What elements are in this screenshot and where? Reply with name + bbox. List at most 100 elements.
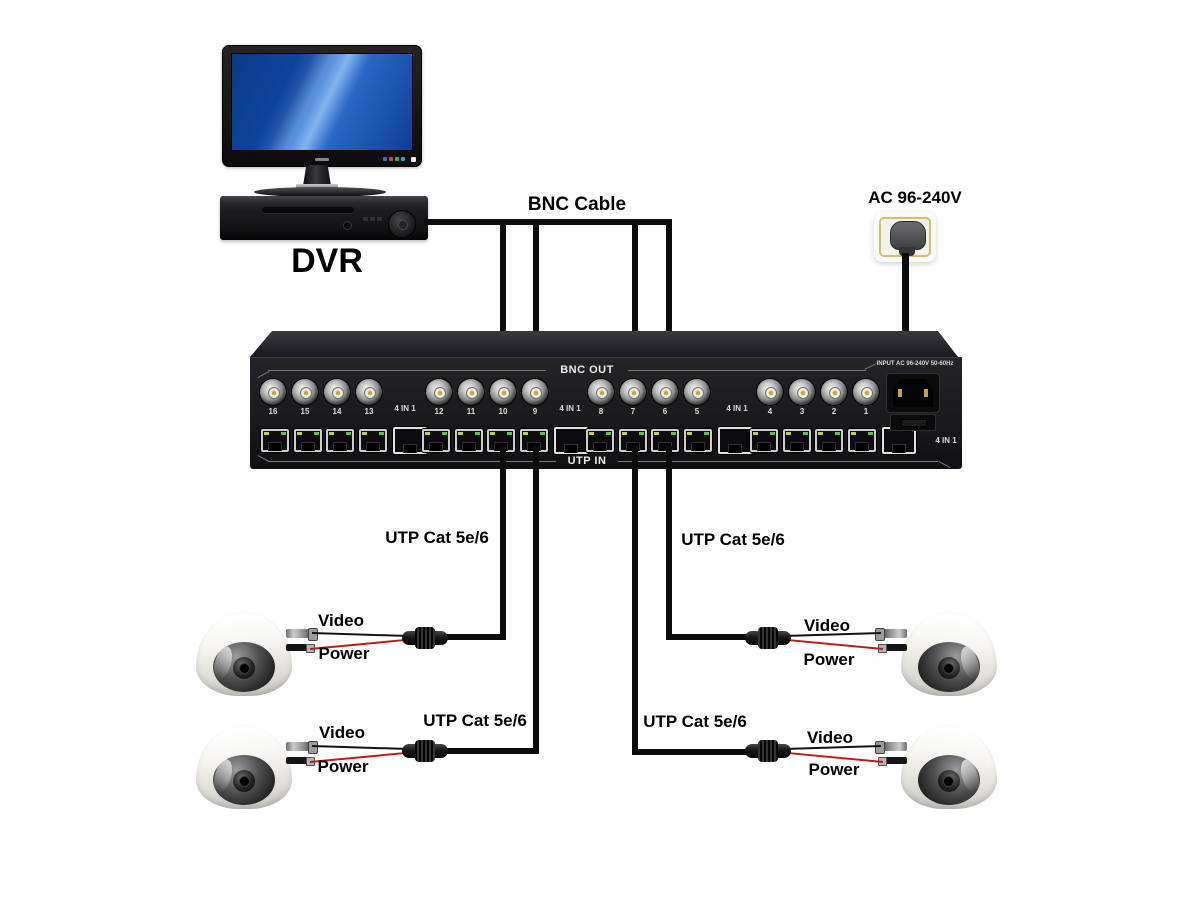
rj45-port [651, 429, 679, 452]
bnc-port-number: 6 [662, 407, 668, 416]
bnc-connector-icon [426, 379, 452, 405]
camera-assembly-2 [196, 723, 448, 815]
bnc-connector-icon [292, 379, 318, 405]
utp-cable-label: UTP Cat 5e/6 [423, 711, 527, 730]
bnc-connector-icon [588, 379, 614, 405]
bnc-port-number: 10 [498, 407, 508, 416]
power-label: Power [808, 760, 860, 779]
rj45-port [750, 429, 778, 452]
power-label: Power [803, 650, 855, 669]
bnc-group-2: 12 11 10 9 [426, 379, 548, 416]
bnc-pigtail [286, 628, 318, 641]
camera-glass [918, 642, 980, 692]
bnc-port-number: 15 [300, 407, 310, 416]
rj45-port [454, 429, 483, 452]
bnc-connector-icon [324, 379, 350, 405]
bnc-pigtail [882, 629, 907, 638]
bnc-connector-icon [789, 379, 815, 405]
bnc-port-number: 5 [694, 407, 700, 416]
rj45-port [293, 429, 322, 452]
bnc-port: 11 [458, 379, 484, 416]
video-label: Video [807, 728, 853, 747]
monitor-power-led [411, 157, 416, 162]
utp-cable-label: UTP Cat 5e/6 [643, 712, 747, 731]
utp-cable-vertical-2 [533, 446, 539, 754]
bnc-port-number: 9 [532, 407, 538, 416]
rj45-port [326, 429, 354, 452]
four-in-one-label: 4 IN 1 [394, 404, 416, 413]
bnc-group-1: 16 15 14 13 [260, 379, 382, 416]
monitor-logo [315, 158, 329, 161]
bnc-drop-cable-9 [533, 221, 539, 391]
bnc-port: 5 [684, 379, 710, 416]
bnc-connector-icon [260, 379, 286, 405]
bnc-port-number: 3 [799, 407, 805, 416]
power-cable [902, 253, 909, 388]
video-wire [311, 632, 405, 637]
power-wire [788, 639, 884, 650]
dvr-ir-sensor [343, 221, 352, 230]
bnc-port: 14 [324, 379, 350, 416]
power-plug-neck [899, 247, 915, 256]
bnc-port: 9 [522, 379, 548, 416]
camera-assembly-1 [196, 610, 448, 702]
bnc-port-number: 16 [268, 407, 278, 416]
monitor-button-dots [383, 157, 405, 161]
rj45-port [683, 429, 712, 452]
bnc-port: 15 [292, 379, 318, 416]
dvr-buttons [363, 217, 382, 221]
camera-glass [213, 755, 275, 805]
utp-cable-horizontal-2 [440, 748, 539, 754]
rj45-port [815, 429, 843, 452]
camera-lens [233, 770, 255, 792]
bnc-port-number: 14 [332, 407, 342, 416]
ac-voltage-label: AC 96-240V [868, 188, 962, 207]
bnc-port-number: 8 [598, 407, 604, 416]
bnc-drop-cable-6 [666, 221, 672, 391]
bnc-cable-label: BNC Cable [527, 194, 627, 215]
power-pigtail [884, 757, 907, 764]
dome-camera [196, 725, 292, 809]
bnc-port: 16 [260, 379, 286, 416]
rj45-port [358, 429, 387, 452]
power-plug [890, 221, 926, 250]
video-label: Video [318, 611, 364, 630]
dome-camera [196, 612, 292, 696]
bnc-port: 13 [356, 379, 382, 416]
video-balun [402, 627, 448, 649]
rj45-port [847, 429, 876, 452]
video-balun [402, 740, 448, 762]
bnc-port-number: 11 [466, 407, 476, 416]
power-pigtail [884, 644, 907, 651]
camera-lens [233, 657, 255, 679]
bnc-port: 7 [620, 379, 646, 416]
dome-camera [901, 725, 997, 809]
bnc-port: 6 [652, 379, 678, 416]
rj45-port [422, 429, 450, 452]
rj45-port [586, 429, 614, 452]
bnc-port: 12 [426, 379, 452, 416]
bnc-connector-icon [757, 379, 783, 405]
bnc-port-number: 4 [767, 407, 773, 416]
bnc-trunk-cable [424, 219, 672, 225]
bnc-port: 8 [588, 379, 614, 416]
video-label: Video [319, 723, 365, 742]
utp-in-label: UTP IN [567, 455, 607, 467]
bnc-pigtail [286, 741, 318, 754]
utp-cable-vertical-1 [500, 446, 506, 640]
bnc-port-number: 7 [630, 407, 636, 416]
bnc-port-number: 2 [831, 407, 837, 416]
bnc-connector-icon [821, 379, 847, 405]
bnc-port-number: 1 [863, 407, 869, 416]
utp-port-group-1 [261, 427, 427, 454]
utp-cable-horizontal-4 [666, 634, 751, 640]
monitor-stand-neck [303, 165, 331, 186]
bnc-port: 2 [821, 379, 847, 416]
dvr-control-pad [388, 210, 416, 238]
utp-port-group-4 [750, 427, 916, 454]
balun-hub-front-panel: BNC OUT UTP IN 16 15 14 13 4 IN 1 12 11 … [250, 357, 962, 469]
hub-top-face [250, 331, 958, 357]
bnc-port-number: 13 [364, 407, 374, 416]
bnc-connector-icon [853, 379, 879, 405]
